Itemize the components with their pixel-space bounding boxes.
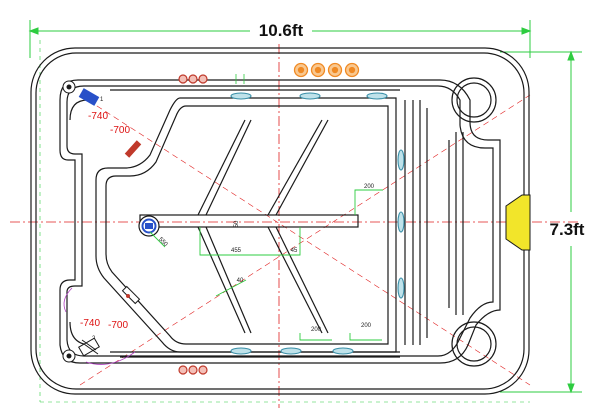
floor-manifold	[139, 119, 359, 334]
orange-jets	[293, 62, 360, 78]
dim-200-bottom-left: 200	[311, 327, 322, 333]
dim-50: 50	[234, 220, 240, 227]
dim-45: 45	[291, 248, 298, 254]
seat-jets-vertical	[397, 149, 405, 299]
dim-550: 550	[157, 237, 169, 249]
skimmer-icon	[505, 194, 531, 251]
dim-200-bottom-right: 200	[361, 323, 372, 329]
spa-shell	[30, 47, 530, 395]
corner-jet-clusters	[63, 88, 136, 365]
corner-tl-label-b: -700	[110, 125, 130, 136]
width-dimension	[28, 20, 532, 58]
height-label: 7.3ft	[550, 220, 585, 239]
dim-455: 455	[231, 248, 242, 254]
height-dimension	[500, 50, 582, 394]
width-label: 10.6ft	[259, 21, 304, 40]
drain-icon	[138, 215, 160, 237]
dim-40: 40	[237, 278, 244, 284]
corner-bl-label-b: -700	[108, 320, 128, 331]
construction-lines	[10, 40, 580, 408]
red-jets	[178, 74, 208, 375]
cup-holders	[451, 77, 497, 367]
top-rail-marks	[235, 74, 245, 84]
corner-tl-number: 1	[100, 97, 104, 103]
footwell-side-jets	[121, 140, 142, 305]
corner-tl-label-a: -740	[88, 111, 108, 122]
corner-bl-label-a: -740	[80, 318, 100, 329]
inner-dimensions	[149, 189, 383, 341]
seat-jets-horizontal	[230, 92, 388, 355]
corner-fixtures	[62, 80, 76, 363]
dim-200-top: 200	[364, 184, 375, 190]
